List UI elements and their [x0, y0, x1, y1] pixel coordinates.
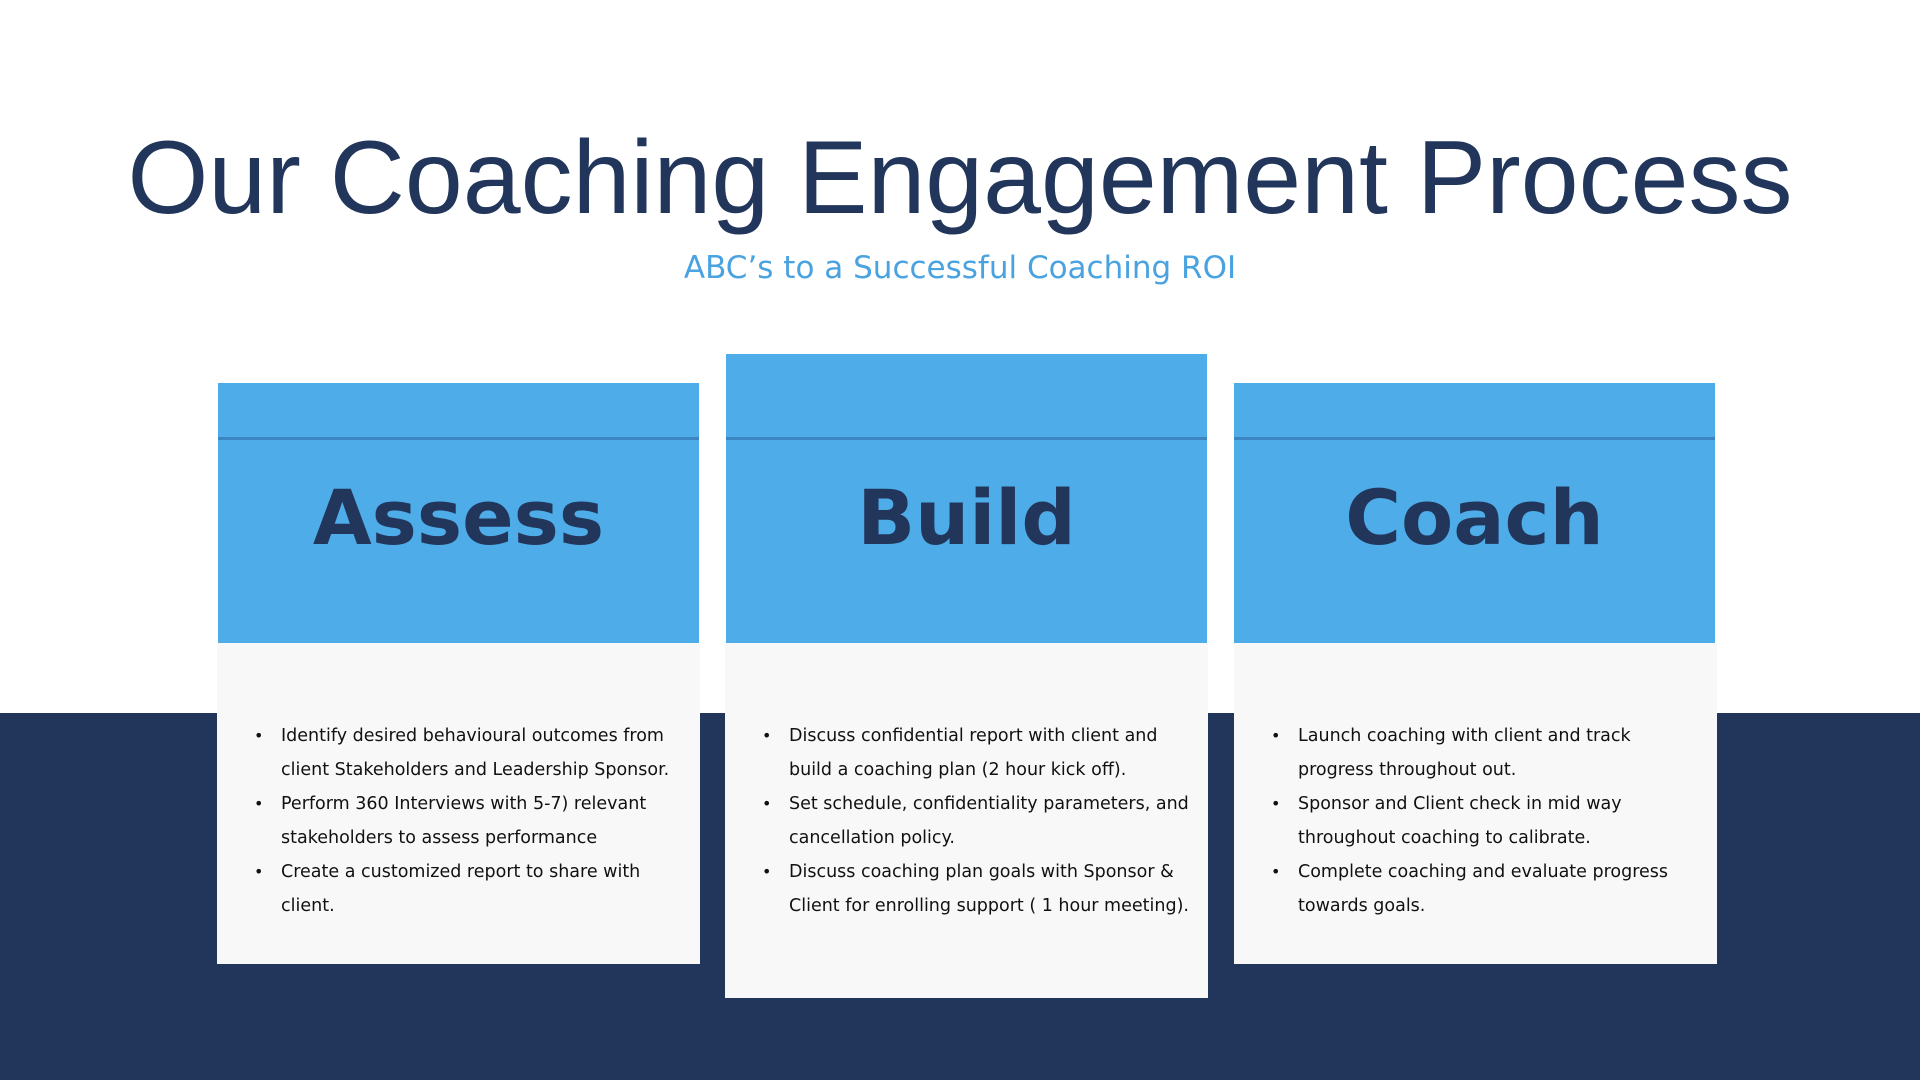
- build-bullet: Set schedule, confidentiality parameters…: [762, 787, 1208, 855]
- coach-heading: Coach: [1345, 473, 1604, 562]
- coach-bullet: Sponsor and Client check in mid way thro…: [1271, 787, 1717, 855]
- build-bullet: Discuss coaching plan goals with Sponsor…: [762, 855, 1208, 923]
- coach-bullet-list: Launch coaching with client and track pr…: [1234, 719, 1717, 923]
- assess-bullet: Perform 360 Interviews with 5-7) relevan…: [254, 787, 700, 855]
- assess-card-body: Identify desired behavioural outcomes fr…: [217, 643, 700, 964]
- header-divider: [726, 437, 1207, 440]
- header-divider: [218, 437, 699, 440]
- build-bullet: Discuss confidential report with client …: [762, 719, 1208, 787]
- header-divider: [1234, 437, 1715, 440]
- slide-title: Our Coaching Engagement Process: [127, 120, 1793, 236]
- build-card-header: Build: [726, 354, 1207, 643]
- assess-card-header: Assess: [218, 383, 699, 643]
- coach-bullet: Launch coaching with client and track pr…: [1271, 719, 1717, 787]
- build-heading: Build: [857, 473, 1076, 562]
- build-card-body: Discuss confidential report with client …: [725, 643, 1208, 998]
- coach-card-header: Coach: [1234, 383, 1715, 643]
- coach-bullet: Complete coaching and evaluate progress …: [1271, 855, 1717, 923]
- coach-card-body: Launch coaching with client and track pr…: [1234, 643, 1717, 964]
- assess-bullet: Create a customized report to share with…: [254, 855, 700, 923]
- slide-subtitle: ABC’s to a Successful Coaching ROI: [683, 250, 1237, 286]
- build-bullet-list: Discuss confidential report with client …: [725, 719, 1208, 923]
- assess-heading: Assess: [312, 473, 605, 562]
- assess-bullet-list: Identify desired behavioural outcomes fr…: [217, 719, 700, 923]
- assess-bullet: Identify desired behavioural outcomes fr…: [254, 719, 700, 787]
